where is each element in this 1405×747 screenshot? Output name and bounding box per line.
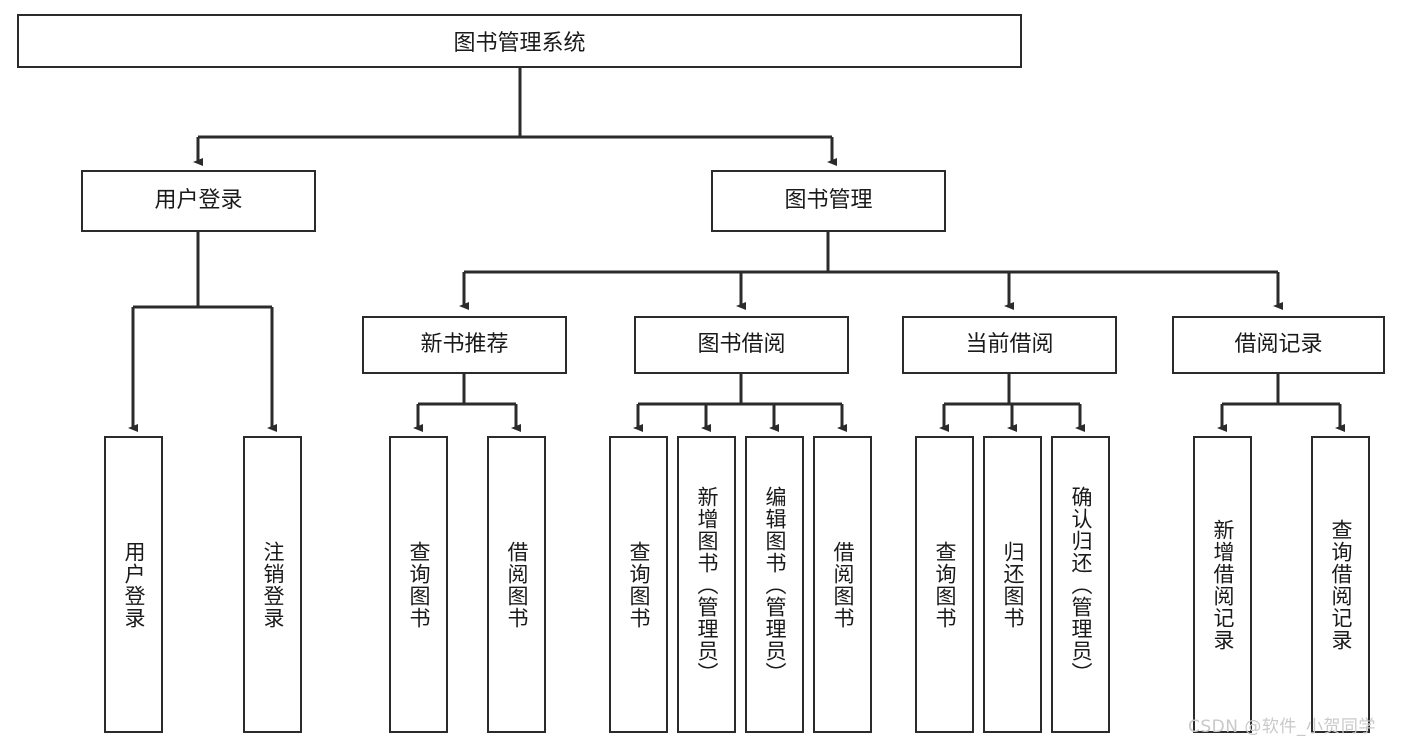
leaf-borrow-book-1[interactable]: 借阅图书	[487, 436, 546, 733]
leaf-add-record[interactable]: 新增借阅记录	[1193, 436, 1252, 733]
leaf-user-login[interactable]: 用户登录	[104, 436, 163, 733]
leaf-edit-book[interactable]: 编辑图书（管理员）	[745, 436, 804, 733]
node-book-manage[interactable]: 图书管理	[711, 170, 946, 232]
node-borrow-record[interactable]: 借阅记录	[1172, 316, 1385, 374]
leaf-borrow-book-2[interactable]: 借阅图书	[813, 436, 872, 733]
node-new-book-rec-label: 新书推荐	[420, 331, 509, 357]
node-borrow-record-label: 借阅记录	[1234, 331, 1323, 357]
node-user-login[interactable]: 用户登录	[81, 170, 316, 232]
node-book-manage-label: 图书管理	[784, 187, 873, 213]
csdn-watermark: CSDN @软件_小贺同学	[1188, 717, 1376, 737]
node-root[interactable]: 图书管理系统	[17, 14, 1022, 68]
node-current-borrow-label: 当前借阅	[965, 331, 1054, 357]
leaf-query-book-1[interactable]: 查询图书	[389, 436, 448, 733]
node-root-label: 图书管理系统	[453, 31, 586, 56]
leaf-add-book[interactable]: 新增图书（管理员）	[677, 436, 736, 733]
leaf-query-book-3[interactable]: 查询图书	[915, 436, 974, 733]
leaf-return-book[interactable]: 归还图书	[983, 436, 1042, 733]
node-user-login-label: 用户登录	[154, 187, 243, 213]
leaf-query-record[interactable]: 查询借阅记录	[1311, 436, 1370, 733]
node-book-borrow-label: 图书借阅	[697, 331, 786, 357]
node-current-borrow[interactable]: 当前借阅	[902, 316, 1117, 374]
leaf-logout[interactable]: 注销登录	[243, 436, 302, 733]
node-book-borrow[interactable]: 图书借阅	[634, 316, 849, 374]
leaf-query-book-2[interactable]: 查询图书	[609, 436, 668, 733]
leaf-confirm-return[interactable]: 确认归还（管理员）	[1051, 436, 1110, 733]
node-new-book-rec[interactable]: 新书推荐	[362, 316, 567, 374]
